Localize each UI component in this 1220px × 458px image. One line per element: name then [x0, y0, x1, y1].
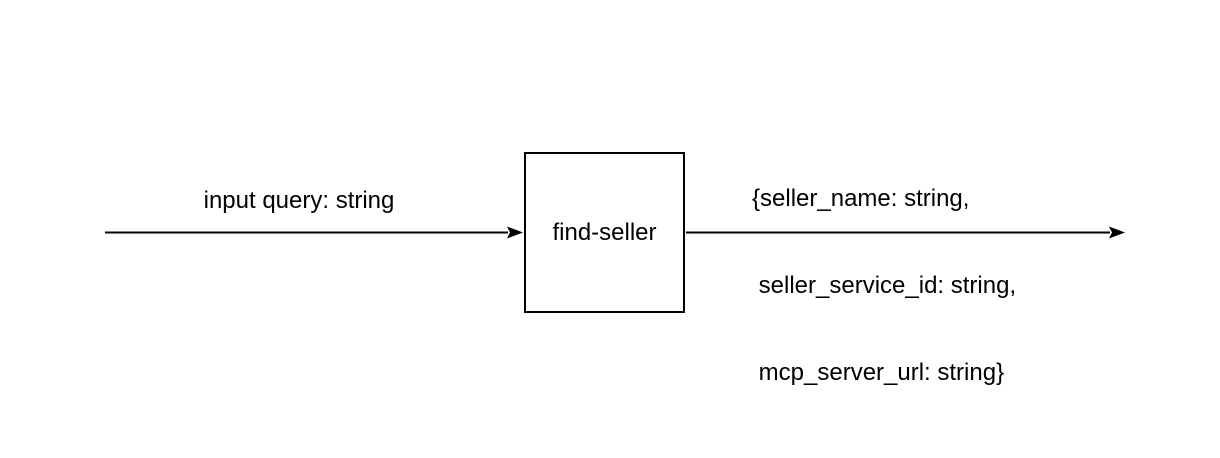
output-label-line-3: mcp_server_url: string}	[752, 359, 1005, 386]
output-label-line-2: seller_service_id: string,	[752, 272, 1017, 299]
input-arrow	[105, 226, 523, 239]
output-label-line-1: {seller_name: string,	[752, 185, 970, 212]
output-arrowhead-icon	[1109, 226, 1125, 239]
output-arrow	[686, 226, 1125, 239]
find-seller-node: find-seller	[524, 152, 685, 313]
node-label: find-seller	[552, 219, 657, 246]
output-arrow-label: {seller_name: string, seller_service_id:…	[752, 126, 1016, 445]
input-arrow-label: input query: string	[203, 187, 395, 214]
input-arrowhead-icon	[507, 226, 523, 239]
